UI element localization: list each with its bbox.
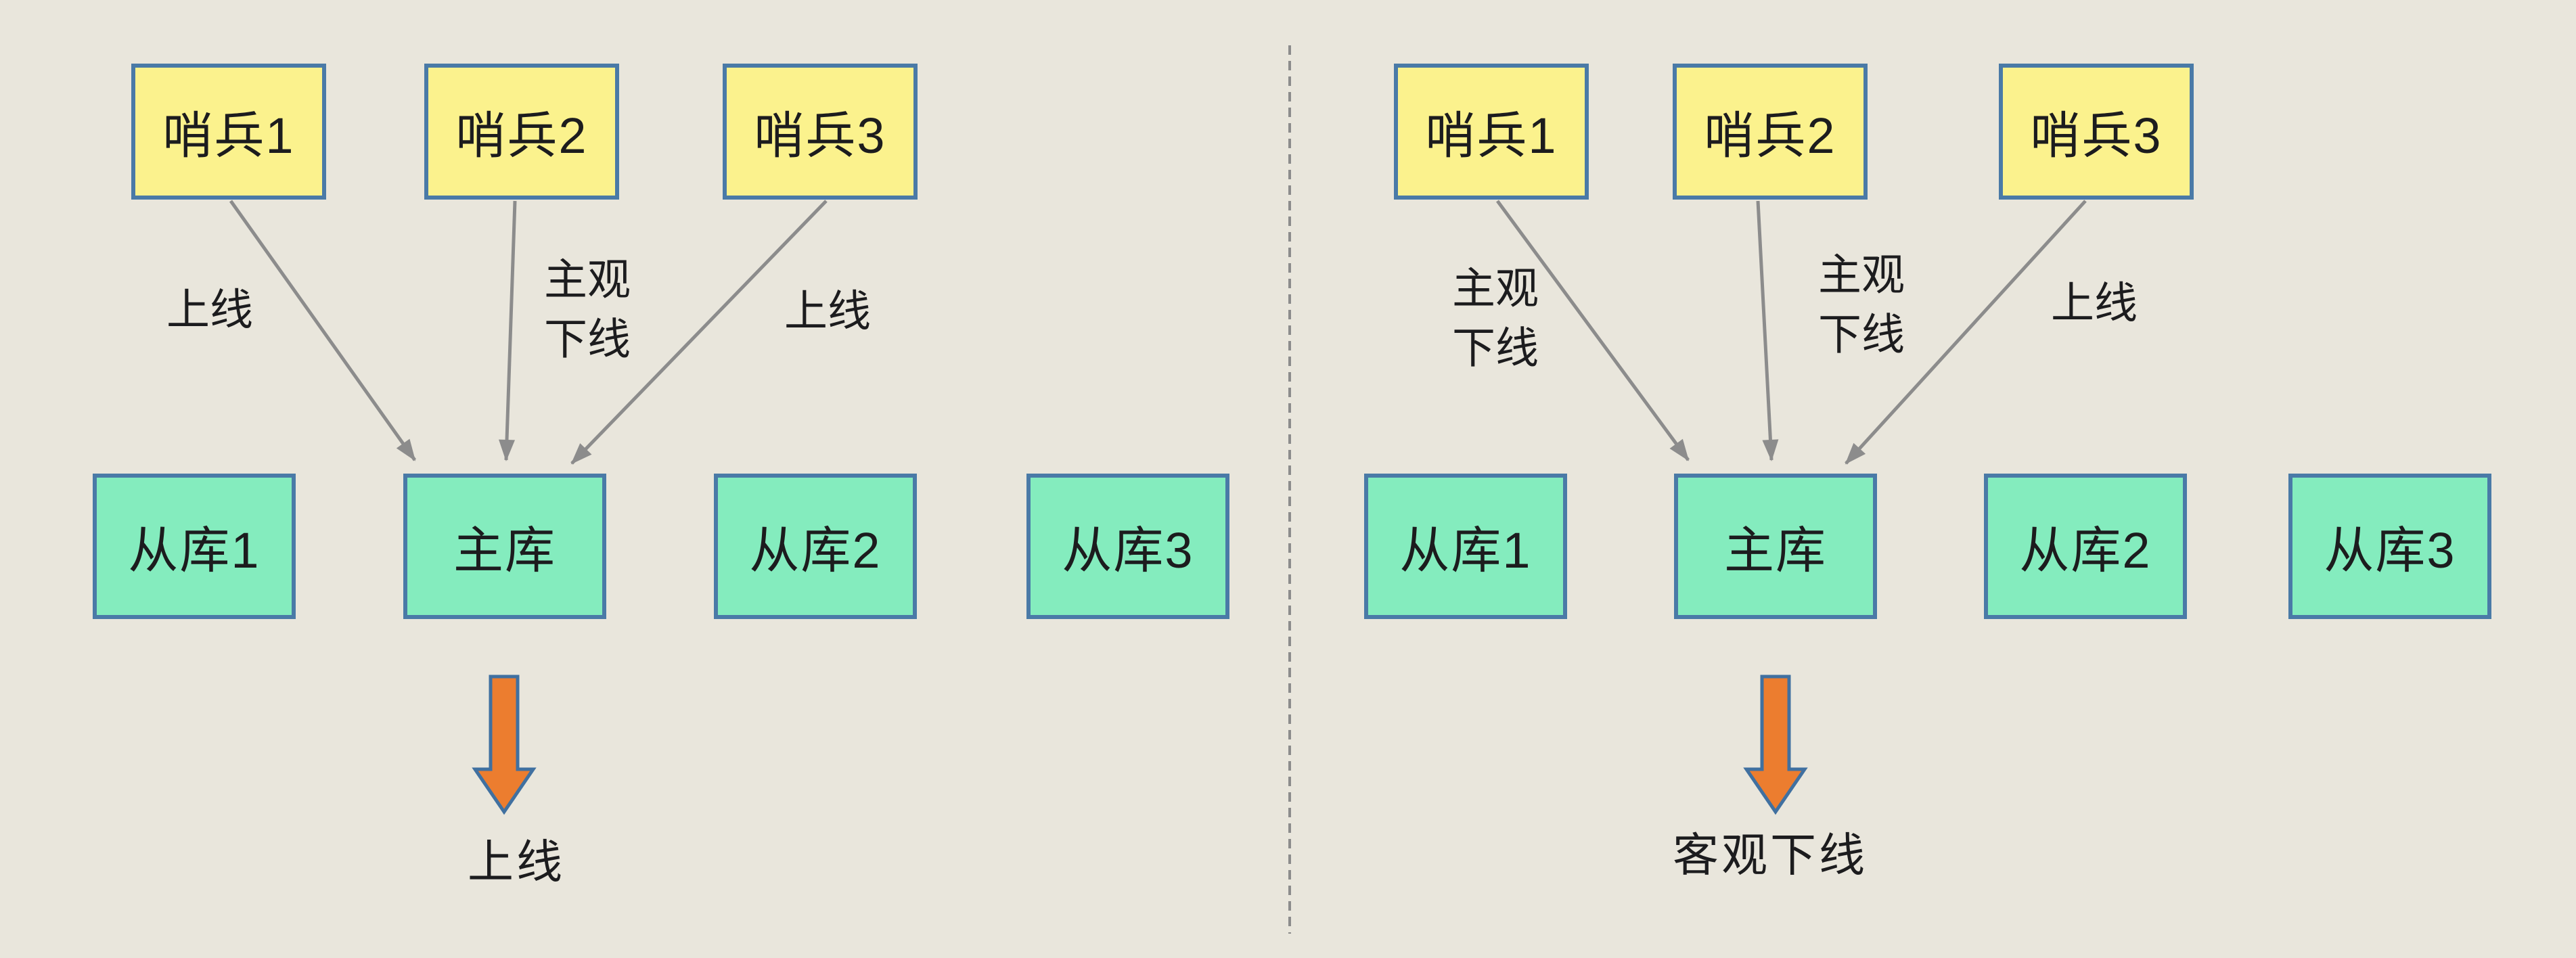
right-edge-label-1: 主观 下线 [1452,264,1539,373]
right-down-arrow-icon [1743,675,1808,815]
left-edge-label-2: 主观 下线 [544,255,631,364]
right-slave-2-box: 从库2 [1984,474,2187,619]
right-result-label: 客观下线 [1672,829,1868,882]
right-slave-3-box: 从库3 [2288,474,2491,619]
right-master-box: 主库 [1674,474,1877,619]
left-arrow-sentinel1-to-master [229,200,417,461]
left-down-arrow-icon [472,675,537,815]
left-edge-label-3: 上线 [784,286,871,336]
right-edge-label-2: 主观 下线 [1818,250,1905,359]
right-arrow-sentinel2-to-master [1756,200,1779,461]
right-edge-label-3: 上线 [2051,278,2138,327]
left-slave-3-box: 从库3 [1026,474,1229,619]
right-sentinel-3-box: 哨兵3 [1999,64,2194,200]
panel-divider [1288,45,1291,934]
left-result-label: 上线 [467,836,566,888]
left-edge-label-1: 上线 [166,285,253,334]
left-slave-2-box: 从库2 [714,474,917,619]
right-sentinel-1-box: 哨兵1 [1394,64,1589,200]
left-arrow-sentinel2-to-master [499,200,517,461]
left-sentinel-3-box: 哨兵3 [723,64,918,200]
left-sentinel-1-box: 哨兵1 [131,64,326,200]
left-master-box: 主库 [403,474,606,619]
right-sentinel-2-box: 哨兵2 [1673,64,1868,200]
left-slave-1-box: 从库1 [93,474,296,619]
right-slave-1-box: 从库1 [1364,474,1567,619]
left-sentinel-2-box: 哨兵2 [424,64,619,200]
